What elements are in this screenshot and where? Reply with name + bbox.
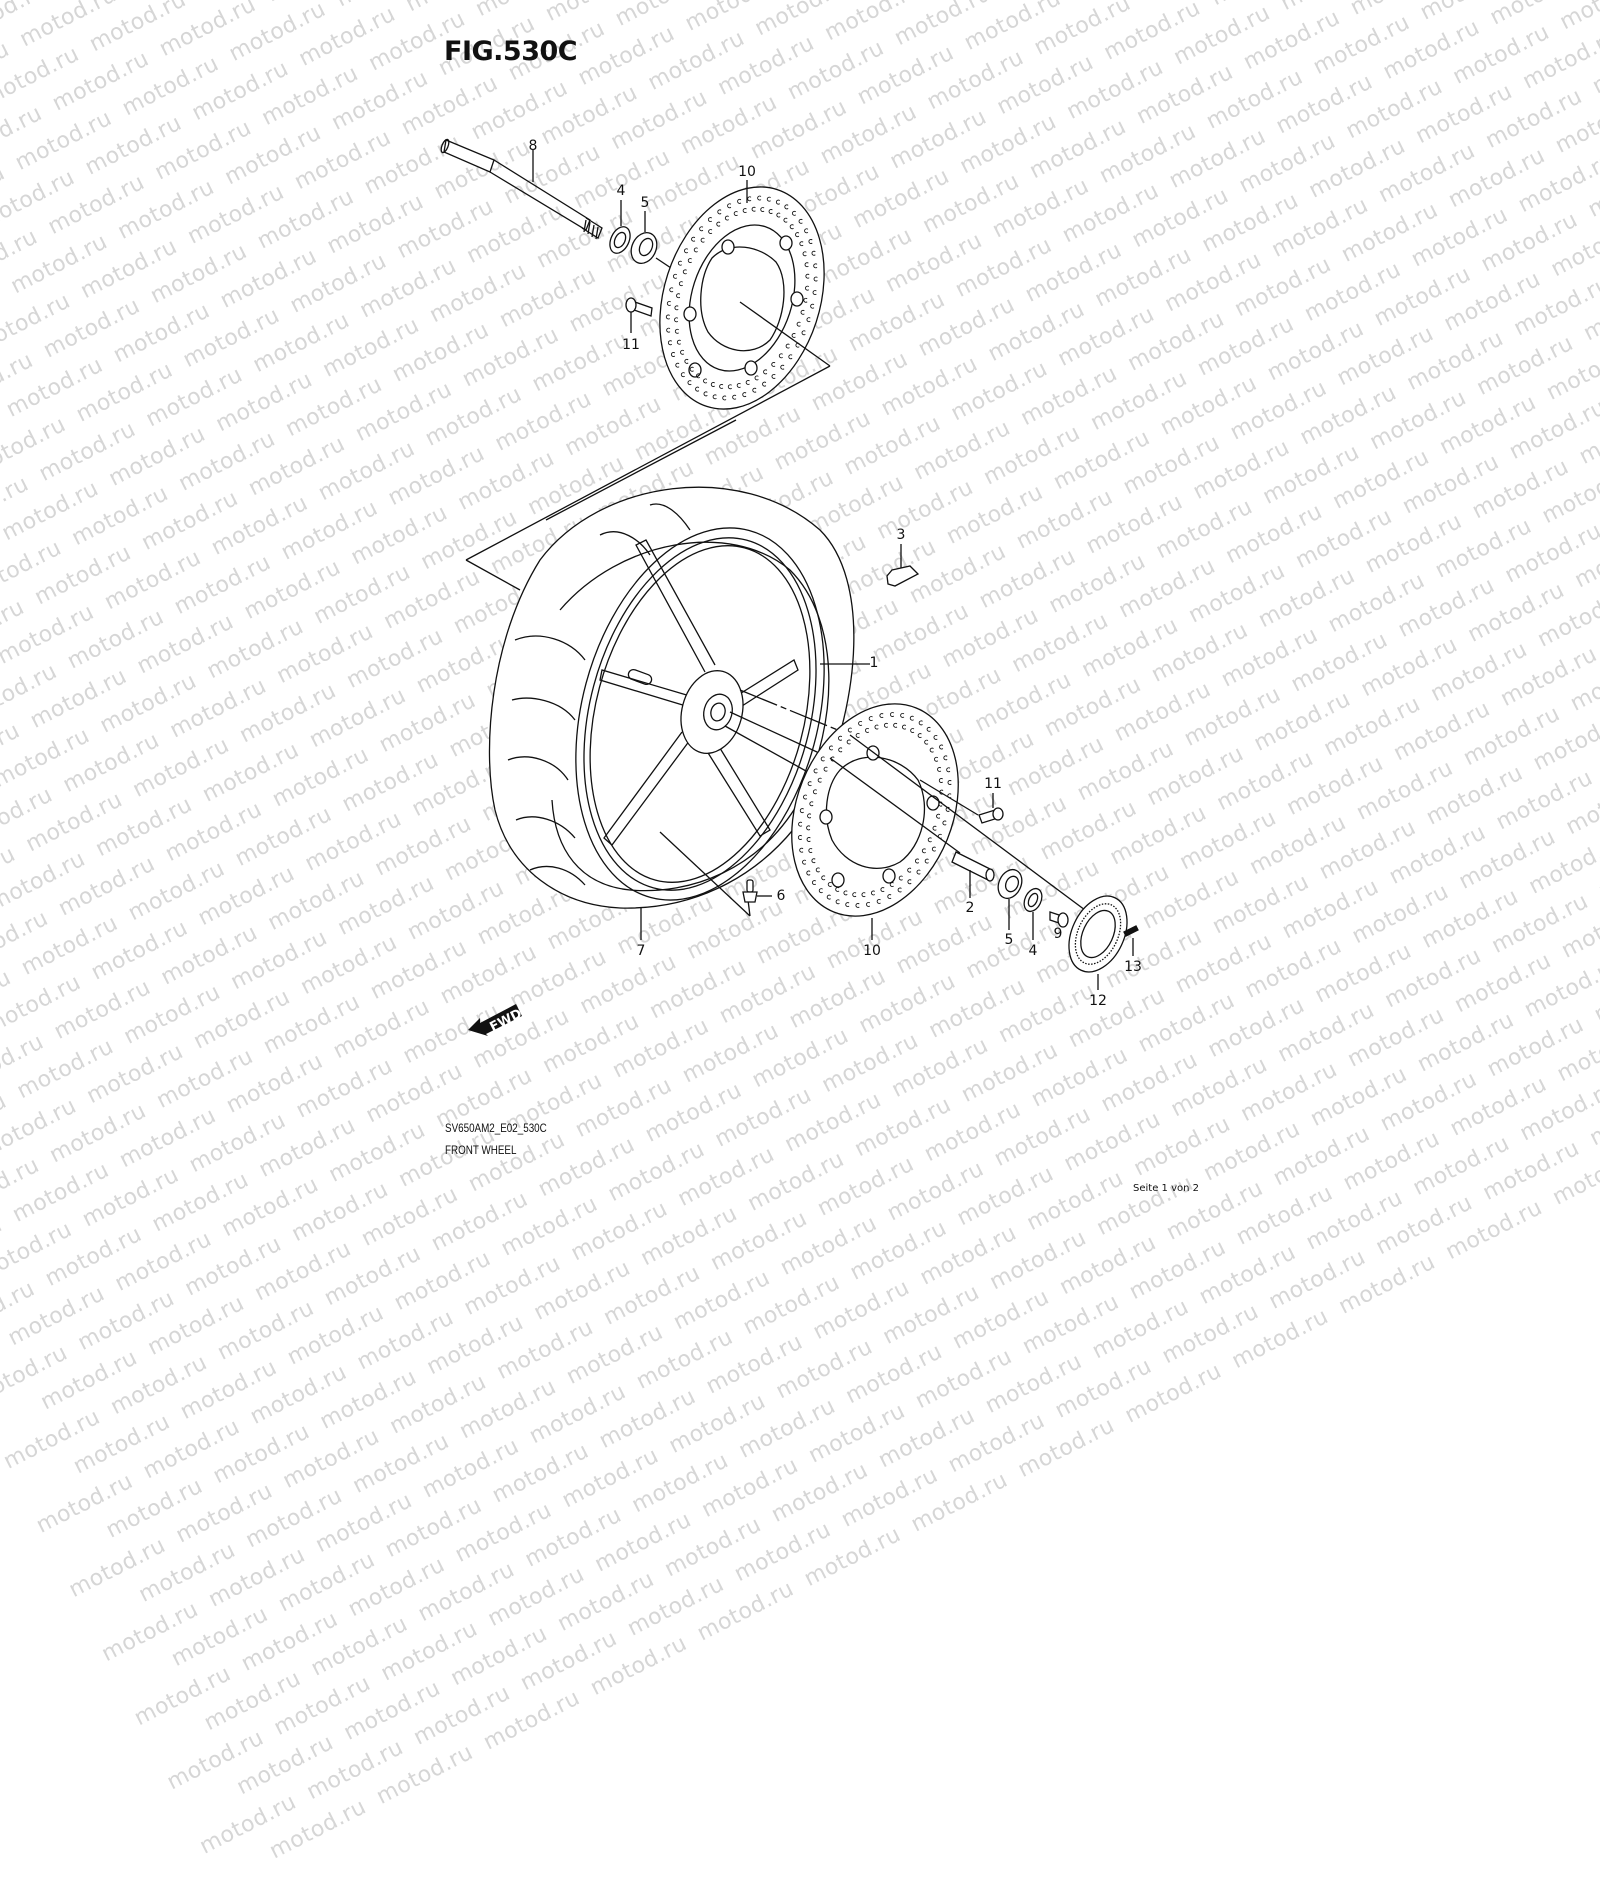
wheel-assembly-part bbox=[488, 486, 870, 940]
model-code-label: SV650AM2_E02_530C bbox=[445, 1121, 547, 1135]
callout-brake-disc-upper: 10 bbox=[738, 164, 756, 180]
callout-sensor-ring-screw: 13 bbox=[1124, 959, 1142, 975]
section-name-label: FRONT WHEEL bbox=[445, 1143, 517, 1157]
brake-disc-lower-part bbox=[791, 703, 959, 940]
callout-disc-bolt-upper: 11 bbox=[622, 337, 640, 353]
callout-axle: 8 bbox=[528, 138, 538, 154]
callout-brake-disc-lower: 10 bbox=[863, 943, 881, 959]
axle-part bbox=[440, 138, 603, 240]
page-indicator: Seite 1 von 2 bbox=[1133, 1183, 1199, 1194]
figure-title: FIG.530C bbox=[444, 36, 578, 67]
callout-tire: 7 bbox=[636, 943, 646, 959]
spacer-part bbox=[951, 851, 995, 898]
fwd-direction-badge: FWD bbox=[468, 1004, 525, 1036]
callout-oil-seal-lower: 4 bbox=[1028, 943, 1038, 959]
callout-valve: 6 bbox=[776, 888, 786, 904]
callout-abs-sensor-ring: 12 bbox=[1089, 993, 1107, 1009]
callout-wheel-rim: 1 bbox=[869, 655, 879, 671]
callout-collar: 9 bbox=[1053, 926, 1063, 942]
callout-spacer: 2 bbox=[965, 900, 975, 916]
oil-seal-lower-part bbox=[1023, 887, 1043, 940]
abs-sensor-ring-part bbox=[1068, 895, 1128, 990]
callout-disc-bolt-lower: 11 bbox=[984, 776, 1002, 792]
bearing-upper-part bbox=[630, 211, 675, 271]
sensor-ring-screw-part bbox=[1123, 925, 1139, 956]
callout-bearing-upper: 5 bbox=[640, 195, 650, 211]
disc-bolt-lower-part bbox=[919, 779, 1004, 824]
front-wheel-exploded-diagram bbox=[440, 138, 1139, 990]
oil-seal-upper-part bbox=[609, 200, 631, 254]
bearing-lower-part bbox=[997, 868, 1023, 930]
callout-balancer-weight: 3 bbox=[896, 527, 906, 543]
disc-bolt-upper-part bbox=[625, 297, 653, 333]
valve-part bbox=[742, 879, 772, 903]
callout-oil-seal-upper: 4 bbox=[616, 183, 626, 199]
callout-bearing-lower: 5 bbox=[1004, 932, 1014, 948]
arrow-left-icon bbox=[468, 1004, 522, 1036]
collar-part bbox=[1049, 911, 1069, 928]
balancer-weight-part bbox=[886, 544, 920, 587]
brake-disc-upper-part bbox=[659, 180, 831, 410]
